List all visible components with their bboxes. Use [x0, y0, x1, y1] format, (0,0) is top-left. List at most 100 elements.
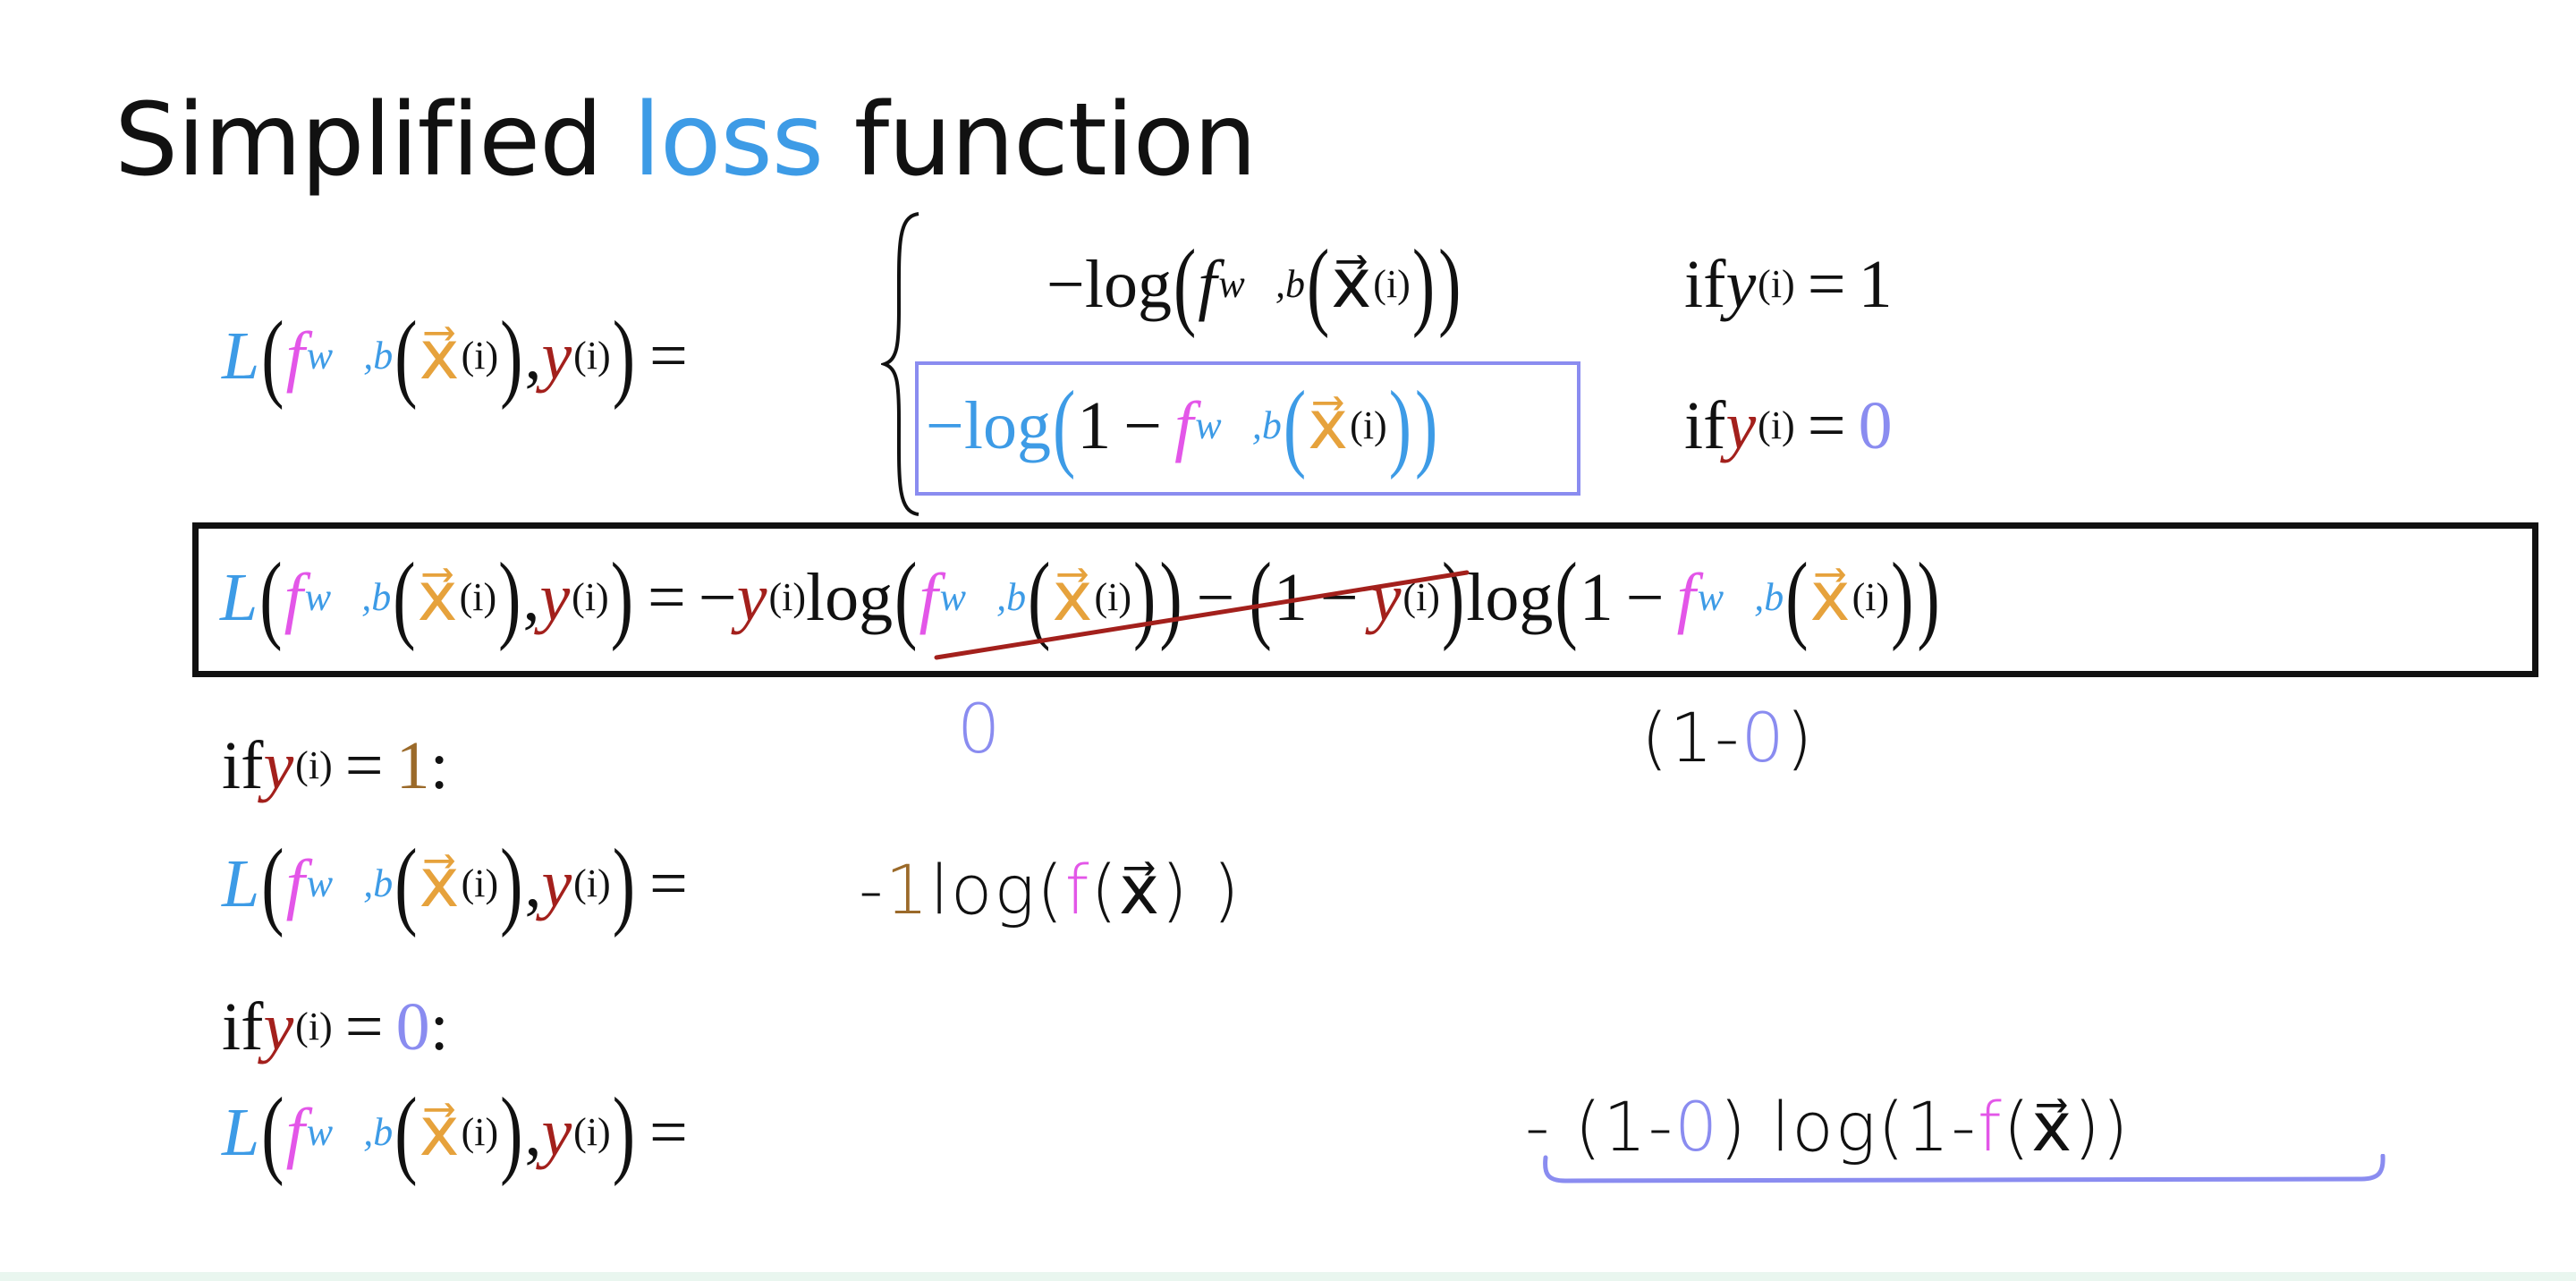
subscript: w⃗,b [306, 861, 394, 905]
superscript: (i) [573, 334, 611, 378]
math-symbol: = [1807, 388, 1846, 463]
math-symbol: x⃗ [419, 1095, 460, 1170]
math-symbol: (x⃗) ) [1090, 850, 1241, 929]
parenthesis: ) [612, 301, 636, 411]
parenthesis: ) [1917, 543, 1940, 652]
subscript: w⃗,b [939, 575, 1027, 619]
math-symbol: = [1807, 247, 1846, 322]
superscript: (i) [461, 334, 499, 378]
parenthesis: ) [1415, 371, 1438, 480]
math-symbol: y [263, 989, 294, 1065]
subscript: w⃗,b [304, 575, 392, 619]
math-symbol: log( [929, 850, 1065, 929]
condition-y-equals-0: if y(i)=0: [222, 993, 449, 1061]
parenthesis: ( [393, 543, 416, 652]
math-symbol: y [1370, 560, 1402, 635]
math-symbol: if [1684, 388, 1726, 463]
math-symbol: = [344, 728, 384, 803]
math-symbol: = [648, 560, 686, 635]
math-symbol: y [736, 560, 767, 635]
superscript: (i) [295, 1005, 333, 1048]
math-symbol: log [1466, 560, 1554, 635]
math-symbol: 0 [1858, 388, 1893, 463]
parenthesis: ( [1052, 371, 1076, 480]
parenthesis: ( [1249, 543, 1272, 652]
superscript: (i) [459, 575, 497, 619]
math-symbol: −log [926, 388, 1051, 463]
parenthesis: ( [394, 829, 418, 938]
superscript: (i) [768, 575, 807, 619]
case-y0-highlight-box [915, 361, 1580, 496]
parenthesis: ) [1441, 543, 1465, 652]
superscript: (i) [1350, 403, 1387, 447]
superscript: (i) [573, 861, 611, 905]
handwritten-one-minus-zero: (1-0) [1641, 698, 1814, 777]
parenthesis: ) [1891, 543, 1914, 652]
math-symbol: y [1725, 388, 1757, 463]
title-text: Simplified [114, 82, 633, 199]
math-symbol: x⃗ [1809, 560, 1851, 635]
superscript: (i) [295, 743, 333, 787]
math-symbol: ) log(1- [1719, 1087, 1978, 1166]
math-symbol: y [263, 728, 294, 803]
parenthesis: ) [610, 543, 634, 652]
superscript: (i) [461, 861, 499, 905]
parenthesis: ) [1159, 543, 1182, 652]
math-symbol: x⃗ [1331, 247, 1372, 322]
math-symbol: 1 [1579, 560, 1614, 635]
math-symbol: y [1725, 247, 1757, 322]
math-symbol: f [285, 1095, 305, 1170]
case-y0-condition: if y(i)=0 [1684, 392, 1893, 460]
superscript: (i) [572, 575, 609, 619]
math-symbol: if [222, 728, 264, 803]
math-symbol: (1- [1641, 698, 1741, 777]
superscript: (i) [573, 1110, 611, 1154]
curly-brace [881, 212, 919, 516]
math-symbol: 0 [1741, 698, 1786, 777]
parenthesis: ) [1388, 371, 1412, 480]
math-symbol: − [1625, 560, 1665, 635]
title-highlight: loss [632, 82, 824, 199]
math-symbol: L [222, 318, 260, 394]
math-symbol: L [220, 560, 258, 635]
parenthesis: ) [1133, 543, 1157, 652]
parenthesis: ) [500, 829, 523, 938]
math-symbol: = [649, 318, 688, 394]
math-symbol: , [524, 846, 542, 921]
superscript: (i) [1758, 403, 1795, 447]
math-symbol: - [859, 850, 886, 929]
math-symbol: f [1064, 850, 1091, 929]
math-symbol: y [541, 846, 572, 921]
math-symbol: 0 [957, 689, 1003, 768]
slide-title: Simplified loss function [114, 82, 1257, 199]
subscript: w⃗,b [1218, 262, 1305, 306]
math-symbol: - (1- [1525, 1087, 1675, 1166]
math-symbol: = [344, 989, 384, 1065]
parenthesis: ( [1555, 543, 1578, 652]
math-symbol: 1 [1858, 247, 1893, 322]
math-symbol: − [698, 560, 737, 635]
subscript: w⃗,b [306, 1110, 394, 1154]
math-symbol: if [222, 989, 264, 1065]
math-symbol: 0 [1674, 1087, 1720, 1166]
parenthesis: ( [394, 301, 418, 411]
math-symbol: f [919, 560, 938, 635]
parenthesis: ) [500, 1078, 523, 1187]
parenthesis: ) [612, 1078, 636, 1187]
parenthesis: ( [261, 301, 284, 411]
math-symbol: y [541, 318, 572, 394]
parenthesis: ( [394, 1078, 418, 1187]
math-symbol: L [222, 1095, 260, 1170]
bottom-strip [0, 1272, 2576, 1281]
math-symbol: f [1198, 247, 1217, 322]
handwritten-y0-result: - (1-0) log(1-f(x⃗)) [1525, 1087, 2131, 1166]
math-symbol: (x⃗)) [2003, 1087, 2131, 1166]
superscript: (i) [1373, 262, 1411, 306]
math-symbol: x⃗ [419, 846, 460, 921]
